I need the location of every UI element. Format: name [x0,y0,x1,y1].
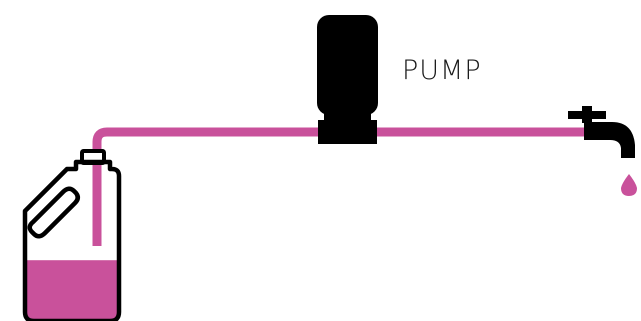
faucet-icon [568,106,635,158]
pump-base [324,108,371,122]
jug-liquid [25,260,119,321]
faucet-spout [584,122,635,158]
pump-flange [318,120,377,144]
pipe [92,127,585,246]
jug-handle [27,186,80,239]
droplet-icon [621,174,637,196]
pump-icon [317,15,378,144]
pump-body [317,15,378,115]
jug-straw [92,168,102,246]
liquid-jug-icon [22,149,122,321]
faucet-stem [582,106,592,123]
pump-label: PUMP [402,55,482,86]
jug-body-outline [22,159,122,321]
